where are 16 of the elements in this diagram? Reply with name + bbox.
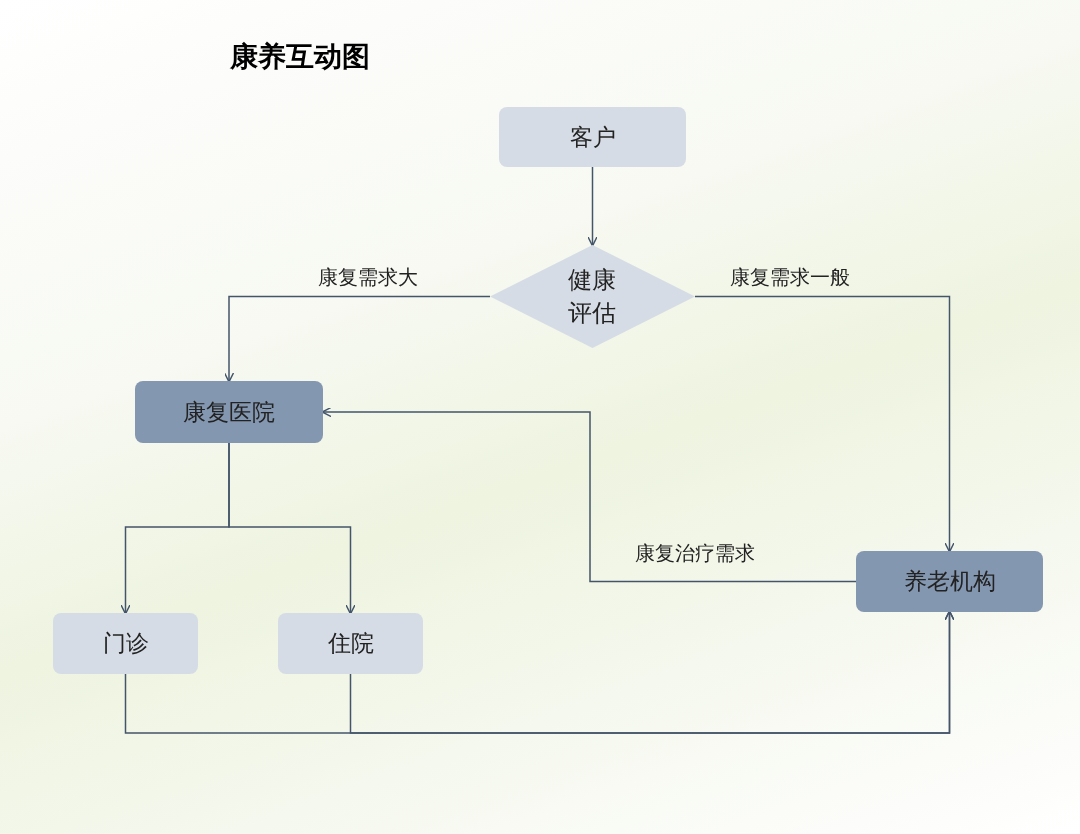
edge-label: 康复需求一般 — [730, 264, 850, 291]
decision-text: 健康评估 — [567, 265, 618, 329]
edge-label: 康复治疗需求 — [635, 540, 755, 567]
edge-label: 康复需求大 — [318, 264, 418, 291]
process-box: 住院 — [278, 613, 423, 674]
arrow — [223, 295, 491, 383]
arrow — [587, 166, 598, 247]
process-box: 养老机构 — [856, 551, 1043, 612]
arrow — [321, 406, 857, 583]
arrow — [694, 295, 955, 553]
process-box: 门诊 — [53, 613, 198, 674]
diagram-title: 康养互动图 — [230, 39, 370, 75]
process-box: 康复医院 — [135, 381, 323, 443]
arrow — [349, 610, 955, 734]
process-box: 客户 — [499, 107, 686, 167]
arrow — [228, 442, 356, 615]
